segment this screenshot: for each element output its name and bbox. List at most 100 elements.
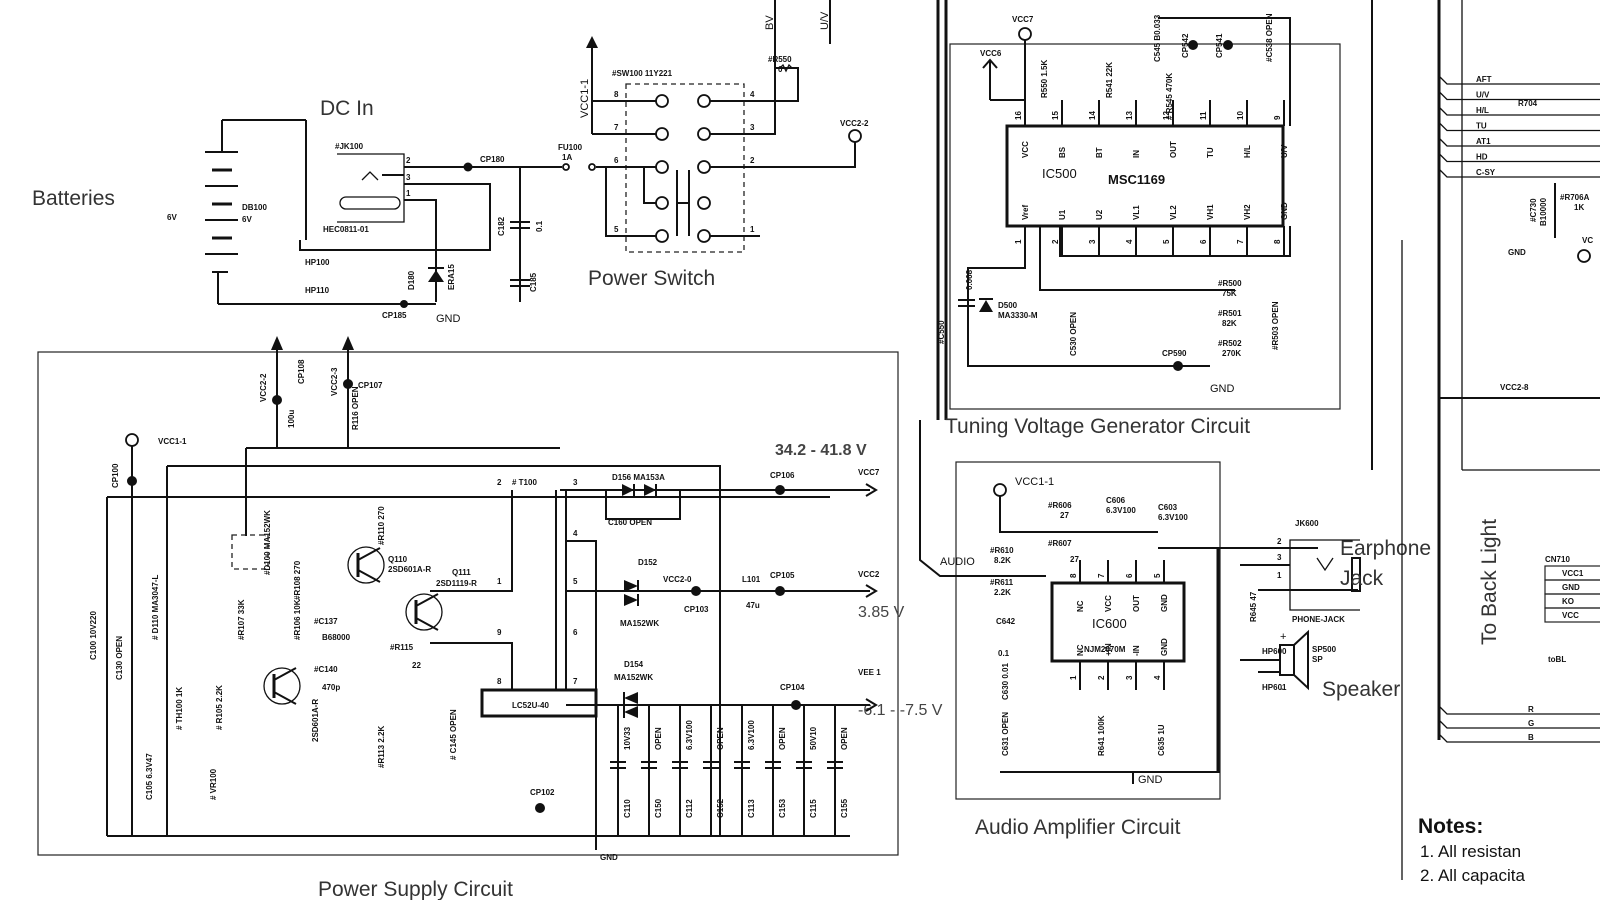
- earphone-title-line1: Earphone: [1340, 537, 1431, 560]
- c606-value: 6.3V100: [1106, 506, 1136, 515]
- rgb-label-b: B: [1528, 733, 1534, 742]
- c182-label: C182: [497, 216, 506, 236]
- ic500-pin-3-number: 3: [1088, 239, 1097, 244]
- r105-label: # R105 2.2K: [215, 685, 224, 730]
- cp108-label: CP108: [297, 359, 306, 384]
- r550-label: #R550: [768, 55, 792, 64]
- signal-label-uv: U/V: [1476, 91, 1490, 100]
- d156-diode-icon: [622, 484, 657, 496]
- connector-vcc-label: VC: [1582, 236, 1593, 245]
- jack-part: PHONE-JACK: [1292, 615, 1345, 624]
- fuse-ref: FU100: [558, 143, 583, 152]
- speaker-section: HP600 HP601 + - SP500 SP Speaker: [1216, 548, 1400, 772]
- dc-gnd-label: GND: [436, 313, 461, 325]
- r115-value: 22: [412, 661, 421, 670]
- t-pin-5: 5: [573, 577, 578, 586]
- power-supply-title: Power Supply Circuit: [318, 878, 513, 900]
- ic500-ref: IC500: [1042, 166, 1077, 181]
- ic600-pin-4-number: 4: [1153, 675, 1162, 680]
- signal-label-csy: C-SY: [1476, 168, 1496, 177]
- audio-input-label: AUDIO: [940, 556, 975, 568]
- ic500-pin-15-number: 15: [1051, 111, 1060, 120]
- ic500-pin-13-name: IN: [1132, 150, 1141, 158]
- ic500-pin-5-number: 5: [1162, 239, 1171, 244]
- cp105-test-point: [775, 586, 785, 596]
- c160-label: C160 OPEN: [608, 518, 652, 527]
- ic600-pin-4-name: GND: [1160, 638, 1169, 656]
- c730-label: #C730: [1529, 198, 1538, 222]
- cp106-test-point: [775, 485, 785, 495]
- audio-vcc1-label: VCC1-1: [1015, 476, 1054, 488]
- cp107-label: CP107: [358, 381, 383, 390]
- q111-label: Q111: [452, 568, 471, 577]
- r106-label: #R106 10K: [293, 599, 302, 640]
- ic500-pin-12-number: 12: [1162, 111, 1171, 120]
- ic500-pin-14-name: BT: [1095, 147, 1104, 158]
- t-pin-6: 6: [573, 628, 578, 637]
- r501-value: 82K: [1222, 319, 1237, 328]
- dc-in-title: DC In: [320, 97, 374, 120]
- c631-label: C631 OPEN: [1001, 712, 1010, 756]
- cp542-test-point: [1188, 40, 1198, 50]
- speaker-minus: -: [1280, 683, 1284, 695]
- switch-pin-2: 2: [750, 156, 755, 165]
- ic500-pin-2-name: U1: [1058, 209, 1067, 220]
- vcc1-1-terminal: [125, 433, 139, 447]
- jack-pin-3: 3: [1277, 553, 1282, 562]
- rgb-line-g: [1438, 719, 1600, 729]
- cn710-label: CN710: [1545, 555, 1570, 564]
- ic600-pin-5-number: 5: [1153, 573, 1162, 578]
- cap-c113-label: C113: [747, 799, 756, 818]
- ic500-pin-6-number: 6: [1199, 239, 1208, 244]
- l101-value: 47u: [746, 601, 760, 610]
- cp590-test-point: [1173, 361, 1183, 371]
- vee-voltage: -6.1 - -7.5 V: [858, 702, 943, 719]
- signal-line-csy: [1438, 168, 1600, 178]
- d152-label: D152: [638, 558, 658, 567]
- hp600-label: HP600: [1262, 647, 1287, 656]
- c145-label: # C145 OPEN: [449, 709, 458, 760]
- c140-value: 470p: [322, 683, 340, 692]
- ic500-pin-1-number: 1: [1014, 239, 1023, 244]
- backlight-row: [1544, 607, 1600, 623]
- switch-pin-4: 4: [750, 90, 755, 99]
- cap-c110-label: C110: [623, 799, 632, 818]
- signal-line-uv: [1438, 91, 1600, 101]
- battery-symbol: [205, 119, 307, 304]
- cp590-label: CP590: [1162, 349, 1187, 358]
- jack-pin-1: 1: [1277, 571, 1282, 580]
- c140-label: #C140: [314, 665, 338, 674]
- r706-value: 1K: [1574, 203, 1584, 212]
- c550-value: 0.068: [965, 269, 974, 290]
- d180-part: ERA15: [447, 264, 456, 290]
- d100-diode-icon: [231, 534, 269, 570]
- r550-value: 0: [778, 65, 783, 74]
- c137-value: B68000: [322, 633, 351, 642]
- cp108-test-point: [272, 395, 282, 405]
- cp180-test-point: [463, 162, 473, 172]
- r610-label: #R610: [990, 546, 1014, 555]
- c606-label: C606: [1106, 496, 1126, 505]
- d156-label: D156 MA153A: [612, 473, 665, 482]
- cap-c115-label: C115: [809, 799, 818, 818]
- hp110-label: HP110: [305, 286, 330, 295]
- fuse-icon: [562, 163, 570, 171]
- speaker-icon: [1293, 629, 1309, 691]
- dc-jack-pin-3: 3: [406, 173, 411, 182]
- audio-title: Audio Amplifier Circuit: [975, 816, 1181, 839]
- ic500-pin-9-name: U/V: [1280, 144, 1289, 158]
- cap-c152-label: C152: [716, 798, 725, 818]
- ps-gnd-label: GND: [600, 853, 618, 862]
- d154-part: MA152WK: [614, 673, 653, 682]
- tuning-title: Tuning Voltage Generator Circuit: [945, 415, 1250, 438]
- backlight-row-label: VCC: [1562, 611, 1579, 620]
- cp542-label: CP542: [1181, 33, 1190, 58]
- ic600-pin-8-name: NC: [1076, 600, 1085, 612]
- ic500-pin-11-name: TU: [1206, 147, 1215, 158]
- d500-label: D500: [998, 301, 1018, 310]
- cap-c150-value: OPEN: [654, 727, 663, 750]
- cp102-label: CP102: [530, 788, 555, 797]
- r606-value: 27: [1060, 511, 1069, 520]
- dc-jack-pin-2: 2: [406, 156, 411, 165]
